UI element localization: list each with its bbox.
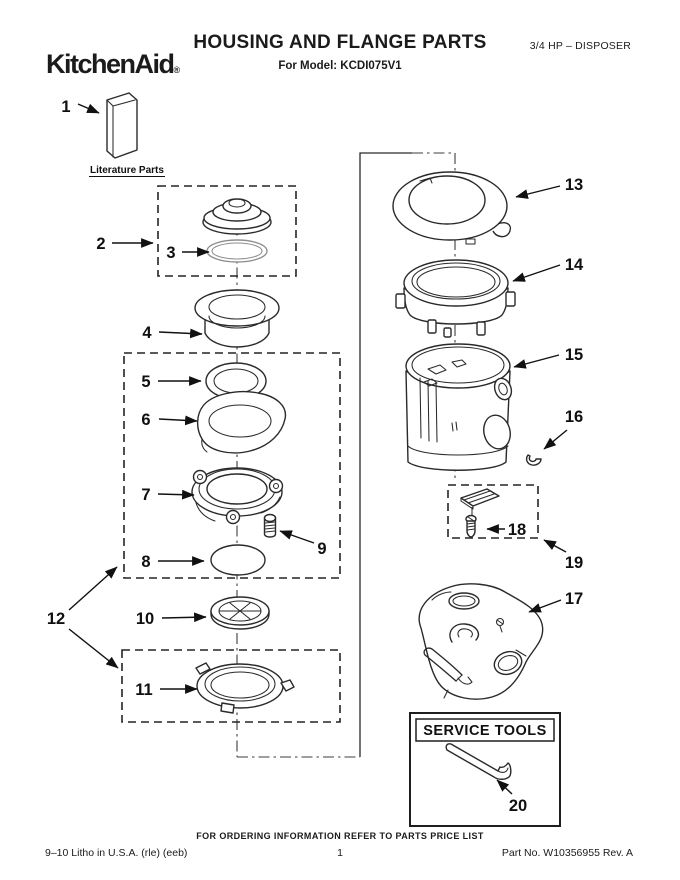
service-tools-box: SERVICE TOOLS	[409, 712, 561, 827]
ordering-note: FOR ORDERING INFORMATION REFER TO PARTS …	[196, 831, 484, 841]
callout-13: 13	[565, 176, 583, 194]
callout-6: 6	[141, 411, 150, 429]
brand-logo: KitchenAid®	[46, 49, 180, 80]
part-1-literature-booklet	[106, 92, 138, 159]
callout-8: 8	[141, 553, 150, 571]
callout-15: 15	[565, 346, 583, 364]
callout-3: 3	[166, 244, 175, 262]
part-9-screw	[263, 513, 277, 538]
page-number: 1	[337, 847, 343, 859]
part-6-flange-gasket	[196, 390, 287, 454]
page-title: HOUSING AND FLANGE PARTS	[193, 32, 487, 53]
callout-5: 5	[141, 373, 150, 391]
group-box-lower-ring	[121, 649, 341, 723]
group-box-seal-kit	[447, 484, 539, 539]
brand-wordmark: KitchenAid	[46, 49, 175, 79]
group-box-stopper	[157, 185, 297, 277]
part-4-sink-flange	[194, 289, 280, 348]
part-20-jam-buster-tool	[445, 743, 512, 780]
callout-19: 19	[565, 554, 583, 572]
part-2-stopper	[202, 198, 272, 235]
callout-9: 9	[317, 540, 326, 558]
product-spec: 3/4 HP – DISPOSER	[529, 40, 631, 52]
part-7-mounting-ring	[191, 467, 284, 525]
callout-20: 20	[509, 797, 527, 815]
callout-16: 16	[565, 408, 583, 426]
service-tools-title: SERVICE TOOLS	[423, 723, 547, 739]
callout-1: 1	[61, 98, 70, 116]
part-16-clip	[525, 454, 542, 466]
callout-14: 14	[565, 256, 584, 274]
callout-labels: 1 2 3 4 5 6 7 8 9 10 11 12 13 14 15 16 1…	[47, 98, 584, 815]
part-15-housing	[405, 343, 513, 471]
callout-10: 10	[136, 610, 154, 628]
model-line: For Model: KCDI075V1	[278, 60, 402, 72]
part-8-fiber-gasket	[210, 544, 266, 576]
callout-4: 4	[142, 324, 152, 342]
callout-arrows	[68, 103, 568, 795]
callout-2: 2	[96, 235, 105, 253]
group-box-upper-mounting	[123, 352, 341, 579]
callout-17: 17	[565, 590, 583, 608]
callout-18: 18	[508, 521, 526, 539]
callout-12: 12	[47, 610, 65, 628]
part-10-splash-baffle	[210, 596, 270, 630]
callout-11: 11	[135, 681, 152, 699]
part-17-sound-shell	[418, 583, 544, 700]
part-3-stopper-gasket	[206, 239, 268, 263]
group-boxes	[121, 185, 539, 723]
literature-label-group: Literature Parts	[89, 165, 165, 178]
part-13-housing-gasket	[392, 171, 512, 245]
callout-7: 7	[141, 486, 150, 504]
literature-label: Literature Parts	[90, 165, 164, 176]
registered-mark: ®	[173, 65, 181, 75]
litho-note: 9–10 Litho in U.S.A. (rle) (eeb)	[45, 847, 188, 859]
part-11-lower-mounting-ring	[195, 662, 295, 714]
part-number: Part No. W10356955 Rev. A	[501, 847, 633, 859]
part-14-support-ring	[395, 259, 516, 338]
part-18-seal-plate-screw	[460, 488, 500, 538]
